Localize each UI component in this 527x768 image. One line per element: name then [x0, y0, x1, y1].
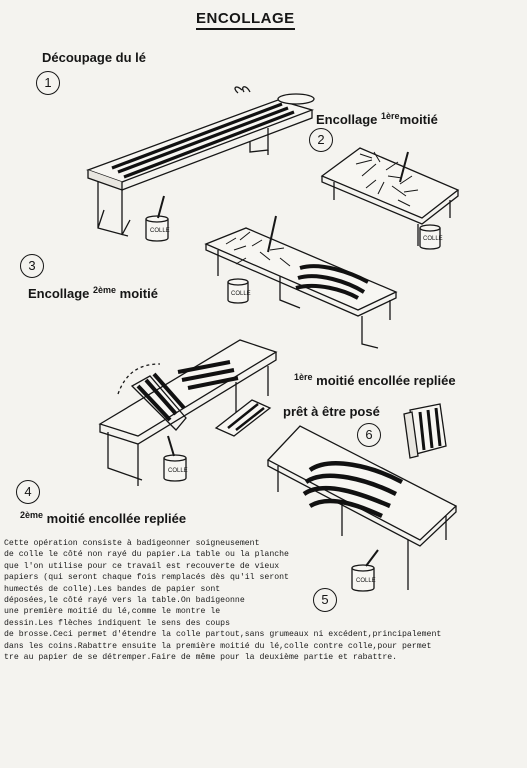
step-2-label: Encollage 1èremoitié	[316, 111, 438, 127]
text-line: que l'on utilise pour ce travail est rec…	[4, 561, 280, 571]
step-4-label: 2ème moitié encollée repliée	[20, 510, 187, 526]
step-5-number: 5	[313, 588, 337, 612]
text-line: humectés de colle).Les bandes de papier …	[4, 584, 221, 594]
instruction-text: Cette opération consiste à badigeonner s…	[4, 538, 524, 663]
page-title: ENCOLLAGE	[196, 10, 295, 30]
text-line: Cette opération consiste à badigeonner s…	[4, 539, 260, 548]
step-3-number: 3	[20, 254, 44, 278]
step-1-number: 1	[36, 71, 60, 95]
step-3-table-illustration: COLLE	[204, 215, 398, 349]
step-4-number: 4	[16, 480, 40, 504]
step-6-folded-paper-illustration	[403, 403, 447, 459]
step-6-number: 6	[357, 423, 381, 447]
text-line: dessin.Les flèches indiquent le sens des…	[4, 618, 231, 628]
pot-label-5: COLLE	[356, 578, 376, 584]
text-line: tre au papier de se détremper.Faire de m…	[4, 653, 398, 663]
step-5-label: 1ère moitié encollée repliée	[294, 372, 456, 388]
text-line: papiers (qui seront chaque fois remplacé…	[4, 573, 289, 583]
step-4-table-illustration: COLLE	[98, 339, 278, 486]
step-2-number: 2	[309, 128, 333, 152]
pot-label-4: COLLE	[168, 468, 188, 474]
step-6-label: prêt à être posé	[283, 404, 380, 419]
text-line: déposées,le côté rayé vers la table.On b…	[4, 596, 245, 606]
text-line: une première moitié du lé,comme le montr…	[4, 607, 221, 617]
pot-label-3: COLLE	[231, 291, 251, 297]
text-line: de colle le côté non rayé du papier.La t…	[4, 550, 289, 560]
step-1-label: Découpage du lé	[42, 50, 147, 65]
pot-label-2: COLLE	[423, 236, 443, 242]
text-line: de brosse.Ceci permet d'étendre la colle…	[4, 630, 442, 640]
pot-label-1: COLLE	[150, 228, 170, 234]
step-1-table-illustration: COLLE	[86, 86, 315, 242]
text-line: dans les coins.Rabattre ensuite la premi…	[4, 641, 432, 651]
step-3-label: Encollage 2ème moitié	[28, 285, 158, 301]
step-2-table-illustration: COLLE	[320, 147, 460, 250]
step-5-table-illustration: COLLE	[266, 425, 458, 592]
